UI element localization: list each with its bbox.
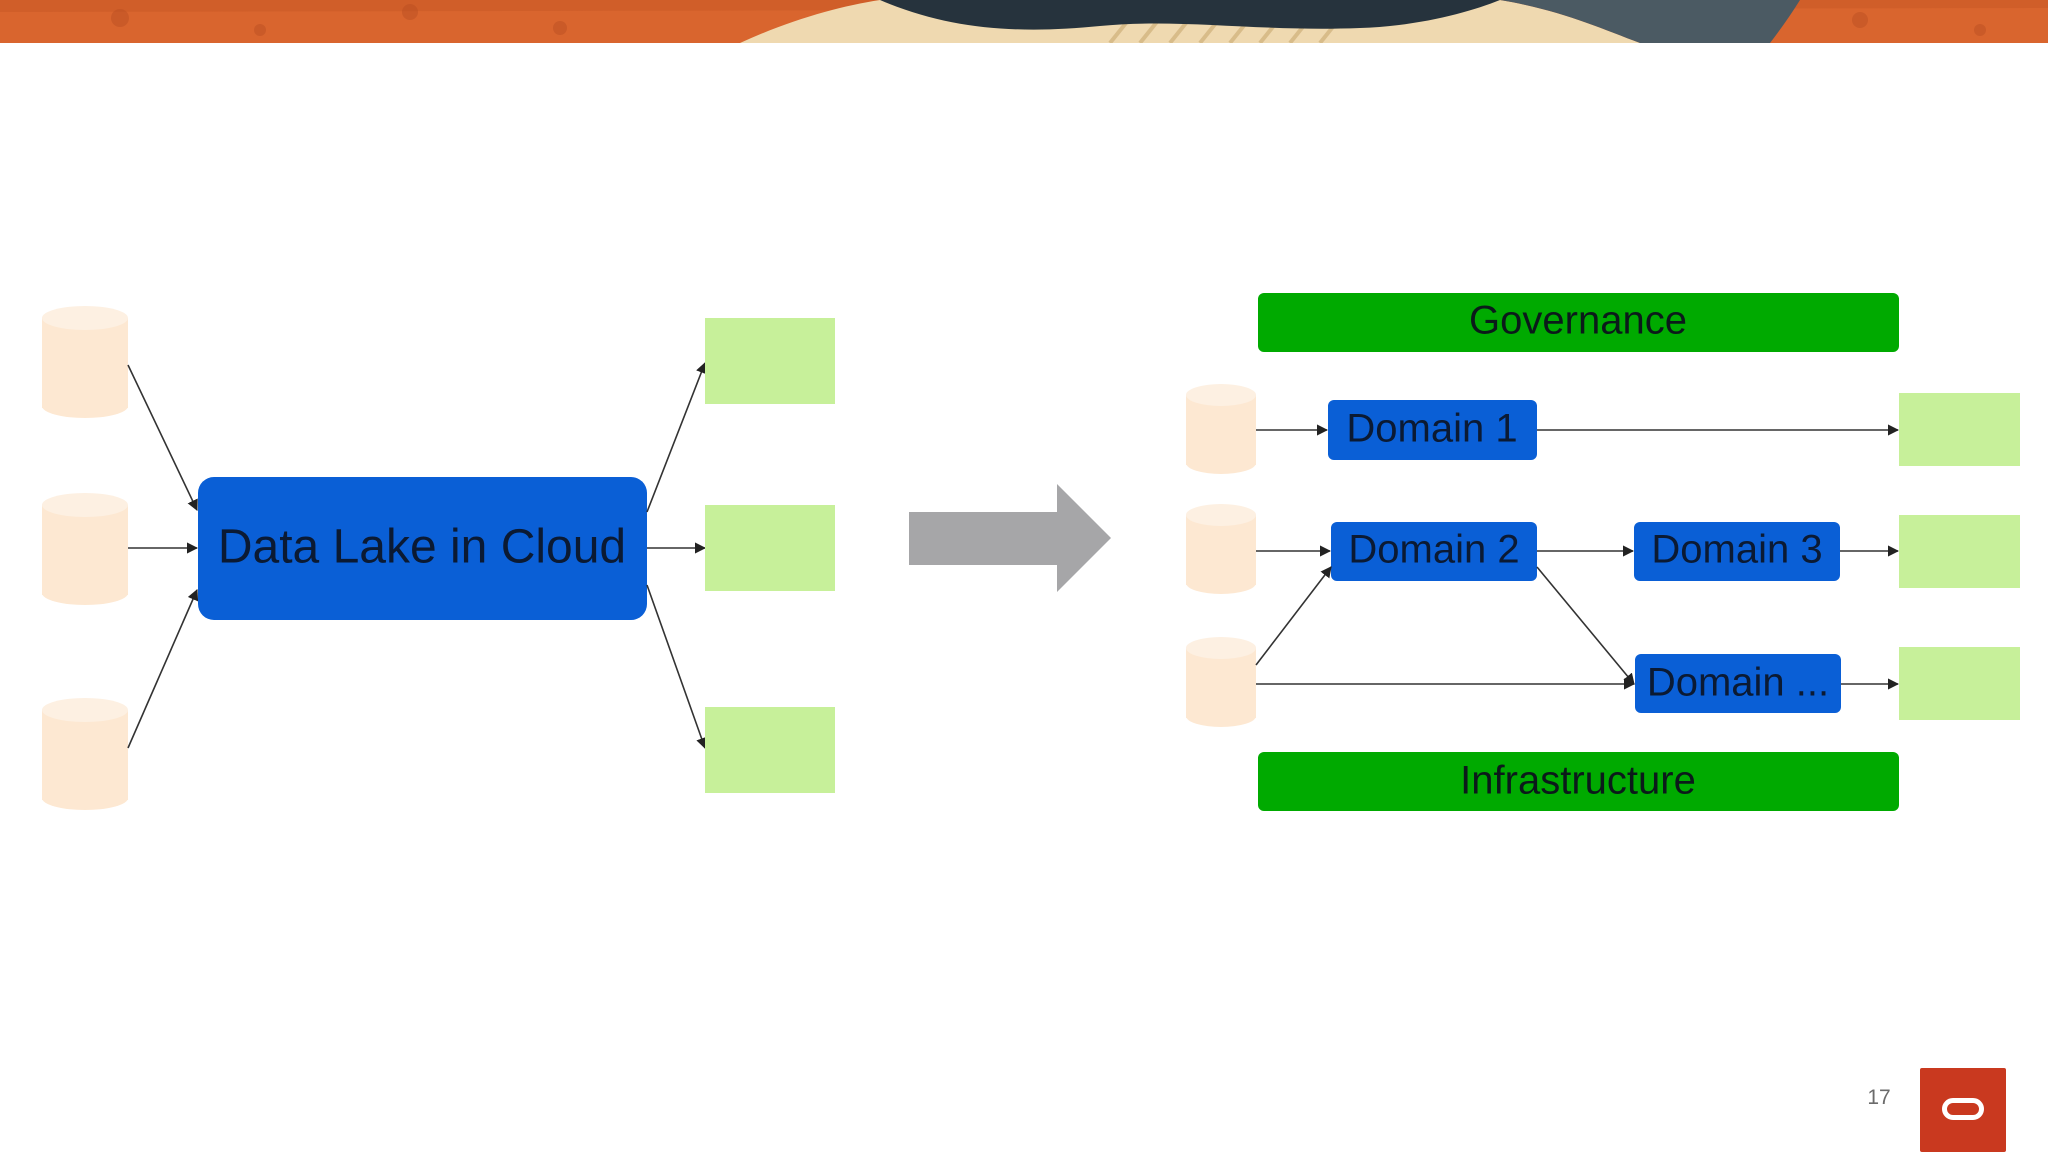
domain-1-label: Domain 1 bbox=[1346, 407, 1517, 451]
oracle-logo-icon bbox=[1920, 1068, 2006, 1152]
flow-arrow bbox=[127, 364, 198, 512]
page-number: 17 bbox=[1867, 1086, 1891, 1109]
output-box bbox=[705, 318, 835, 404]
source-cylinder bbox=[42, 698, 128, 810]
output-box bbox=[705, 505, 835, 591]
domain-box-1 bbox=[1328, 400, 1537, 460]
output-box bbox=[1899, 647, 2020, 720]
flow-arrow bbox=[646, 361, 707, 513]
infrastructure-label: Infrastructure bbox=[1460, 759, 1696, 803]
domain-box-3 bbox=[1634, 522, 1840, 581]
flow-arrow bbox=[127, 588, 199, 749]
source-cylinder bbox=[1186, 384, 1256, 474]
domain-box-2 bbox=[1331, 522, 1537, 581]
source-cylinder bbox=[1186, 637, 1256, 727]
governance-label: Governance bbox=[1469, 299, 1687, 343]
header-banner bbox=[0, 0, 2048, 43]
infrastructure-bar bbox=[1258, 752, 1899, 811]
source-cylinder bbox=[42, 493, 128, 605]
output-box bbox=[1899, 393, 2020, 466]
data-lake-box bbox=[198, 477, 647, 620]
governance-bar bbox=[1258, 293, 1899, 352]
domain-more-label: Domain ... bbox=[1647, 661, 1829, 705]
source-cylinder bbox=[1186, 504, 1256, 594]
output-box bbox=[705, 707, 835, 793]
transition-arrow-icon bbox=[909, 484, 1111, 592]
flow-arrow bbox=[1255, 566, 1332, 666]
banner-artwork bbox=[0, 0, 2048, 43]
data-lake-label: Data Lake in Cloud bbox=[218, 521, 626, 574]
domain-3-label: Domain 3 bbox=[1651, 528, 1822, 572]
ring-icon bbox=[1942, 1098, 1984, 1120]
domain-box-more bbox=[1635, 654, 1841, 713]
output-box bbox=[1899, 515, 2020, 588]
domain-2-label: Domain 2 bbox=[1348, 528, 1519, 572]
flow-arrow bbox=[1536, 566, 1635, 685]
flow-arrow bbox=[646, 584, 707, 750]
source-cylinder bbox=[42, 306, 128, 418]
